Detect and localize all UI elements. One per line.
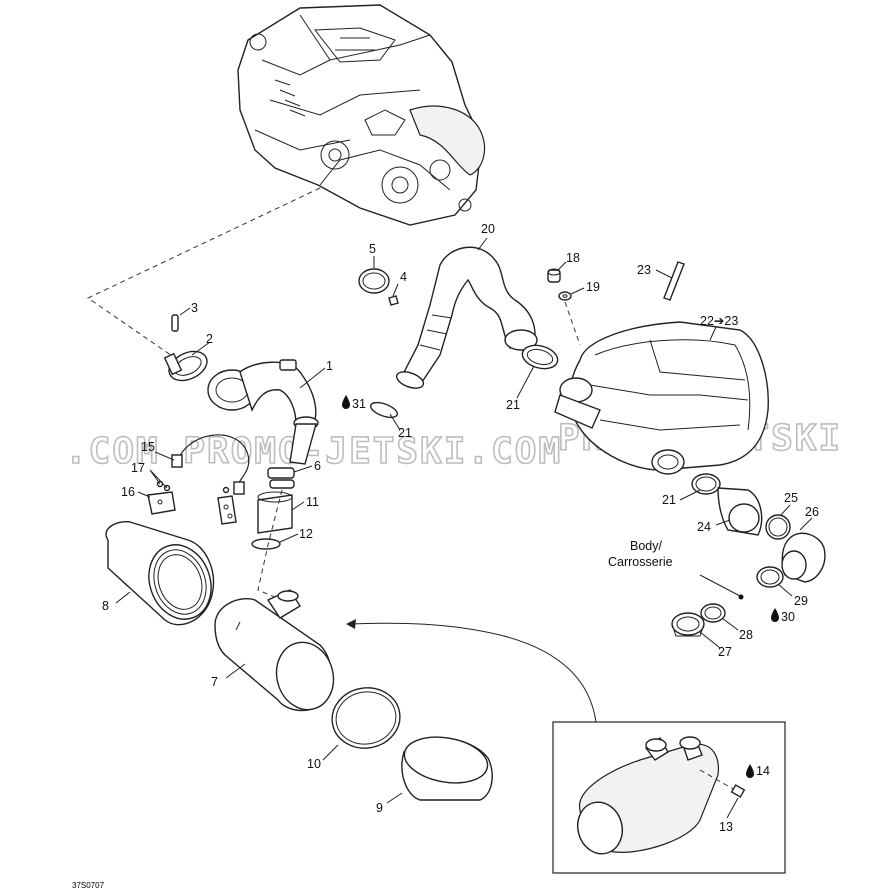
callout-23: 23 bbox=[637, 263, 651, 277]
detail-inset bbox=[552, 721, 786, 874]
vertical-connector-line bbox=[257, 489, 283, 601]
part-16-bracket-left bbox=[147, 491, 176, 515]
part-25-clamp bbox=[765, 514, 791, 540]
part-5-ring bbox=[358, 268, 390, 294]
part-21-clamp-b bbox=[521, 344, 559, 370]
callout-11: 11 bbox=[306, 495, 319, 509]
part-20-pipe bbox=[395, 246, 538, 389]
callout-21-b: 21 bbox=[506, 398, 520, 412]
part-9-cap bbox=[401, 736, 493, 801]
leader-lines bbox=[115, 237, 813, 819]
part-26-outlet bbox=[781, 532, 826, 583]
callout-18: 18 bbox=[566, 251, 580, 265]
callout-28: 28 bbox=[739, 628, 753, 642]
part-10-ring bbox=[331, 687, 401, 749]
body-leader-line bbox=[699, 574, 741, 597]
part-24-hose bbox=[717, 487, 763, 536]
part-3-pin bbox=[171, 314, 179, 332]
callout-14: 14 bbox=[756, 764, 770, 778]
callout-26: 26 bbox=[805, 505, 819, 519]
part-4-screw bbox=[388, 295, 399, 306]
part-8-cover bbox=[105, 521, 215, 626]
callout-31: 31 bbox=[352, 397, 366, 411]
callout-17: 17 bbox=[131, 461, 145, 475]
inset-arrow-head bbox=[346, 619, 356, 629]
body-reference-dot bbox=[738, 594, 744, 600]
note-carrosserie: Carrosserie bbox=[608, 555, 673, 569]
callout-6: 6 bbox=[314, 459, 321, 473]
part-17-screws bbox=[156, 480, 230, 494]
callout-3: 3 bbox=[191, 301, 198, 315]
callout-9: 9 bbox=[376, 801, 383, 815]
callout-22-23: 22➔23 bbox=[700, 314, 738, 328]
callout-27: 27 bbox=[718, 645, 732, 659]
part-1-tube bbox=[289, 423, 317, 465]
drop-icon-31 bbox=[342, 395, 350, 409]
callout-1: 1 bbox=[326, 359, 333, 373]
callout-4: 4 bbox=[400, 270, 407, 284]
callout-numbers: 1 2 3 4 5 6 7 8 9 10 11 12 13 14 15 16 1… bbox=[102, 222, 819, 834]
part-12-ring bbox=[251, 538, 281, 550]
engine-connector-line bbox=[87, 187, 321, 359]
callout-12: 12 bbox=[299, 527, 313, 541]
callout-21-c: 21 bbox=[662, 493, 676, 507]
part-15-hose bbox=[171, 434, 250, 495]
part-1-elbow bbox=[207, 359, 319, 430]
part-7-muffler bbox=[214, 589, 335, 712]
inset-arrow bbox=[349, 622, 597, 723]
drawing-code: 37S0707 bbox=[72, 881, 105, 890]
drop-icon-14 bbox=[746, 764, 754, 778]
part-6-fitting bbox=[267, 467, 295, 489]
part-23-shim bbox=[663, 261, 685, 301]
callout-21-a: 21 bbox=[398, 426, 412, 440]
callout-5: 5 bbox=[369, 242, 376, 256]
part-16-bracket-right bbox=[217, 495, 237, 525]
callout-24: 24 bbox=[697, 520, 711, 534]
part-28-gasket bbox=[700, 603, 726, 623]
part-18-nut bbox=[547, 268, 561, 283]
callout-25: 25 bbox=[784, 491, 798, 505]
callout-10: 10 bbox=[307, 757, 321, 771]
callout-13: 13 bbox=[719, 820, 733, 834]
callout-2: 2 bbox=[206, 332, 213, 346]
part-2-clamp bbox=[163, 350, 208, 382]
callout-29: 29 bbox=[794, 594, 808, 608]
part-27-nut bbox=[671, 612, 705, 637]
part-19-washer bbox=[558, 291, 572, 301]
sealant-drop-icons bbox=[342, 395, 779, 778]
part-22-resonator bbox=[554, 321, 769, 475]
drop-icon-30 bbox=[771, 608, 779, 622]
callout-16: 16 bbox=[121, 485, 135, 499]
engine-drawing bbox=[237, 4, 485, 226]
callout-7: 7 bbox=[211, 675, 218, 689]
callout-30: 30 bbox=[781, 610, 795, 624]
note-body: Body/ bbox=[630, 539, 662, 553]
part-29-ring bbox=[756, 566, 784, 588]
stud-connector-line bbox=[564, 301, 581, 346]
callout-19: 19 bbox=[586, 280, 600, 294]
callout-20: 20 bbox=[481, 222, 495, 236]
callout-8: 8 bbox=[102, 599, 109, 613]
part-21-clamp-c bbox=[691, 473, 721, 495]
callout-15: 15 bbox=[141, 440, 155, 454]
part-11-sleeve bbox=[257, 491, 293, 534]
part-21-clamp-a bbox=[369, 401, 399, 419]
